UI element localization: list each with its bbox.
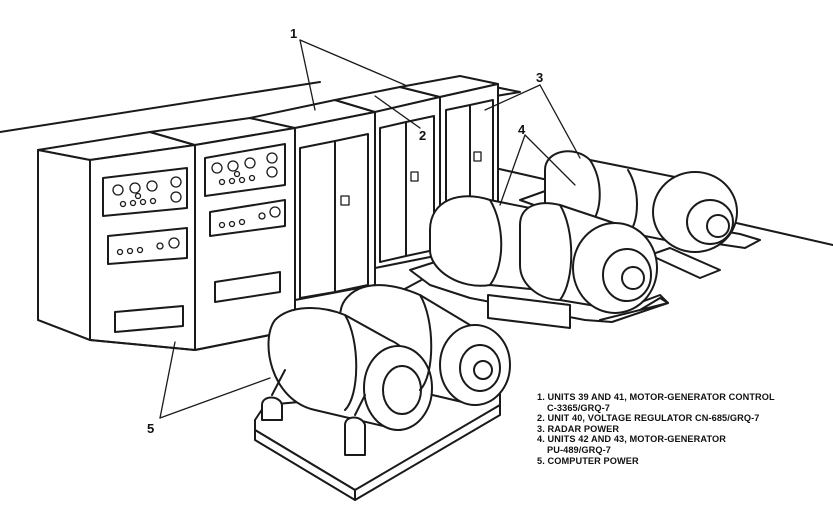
callout-2: 2 — [419, 128, 426, 143]
legend-item-3: 3. RADAR POWER — [537, 423, 620, 434]
callout-labels: 1 2 3 4 5 — [147, 26, 543, 436]
legend-item-1: 1. UNITS 39 AND 41, MOTOR-GENERATOR CONT… — [537, 392, 775, 402]
legend-item-1-continued: C-3365/GRQ-7 — [547, 402, 610, 413]
legend-item-2: 2. UNIT 40, VOLTAGE REGULATOR CN-685/GRQ… — [537, 413, 760, 424]
callout-1: 1 — [290, 26, 297, 41]
callout-4: 4 — [518, 122, 526, 137]
motor-generator-control-unit-39 — [299, 133, 369, 299]
callout-3: 3 — [536, 70, 543, 85]
computer-power-cabinet-1 — [102, 167, 188, 333]
legend-item-4-continued: PU-489/GRQ-7 — [547, 444, 612, 455]
computer-power-cabinet-2 — [204, 143, 286, 303]
radar-power-motor-generator-front — [409, 195, 669, 329]
computer-power-motor-generator — [254, 284, 511, 501]
callout-5: 5 — [147, 421, 154, 436]
voltage-regulator-unit-40 — [379, 115, 435, 263]
legend-item-5: 5. COMPUTER POWER — [537, 455, 639, 466]
legend: 1. UNITS 39 AND 41, MOTOR-GENERATOR CONT… — [537, 392, 829, 466]
callout-leader-lines — [159, 39, 581, 419]
legend-item-4: 4. UNITS 42 AND 43, MOTOR-GENERATOR — [537, 434, 726, 445]
